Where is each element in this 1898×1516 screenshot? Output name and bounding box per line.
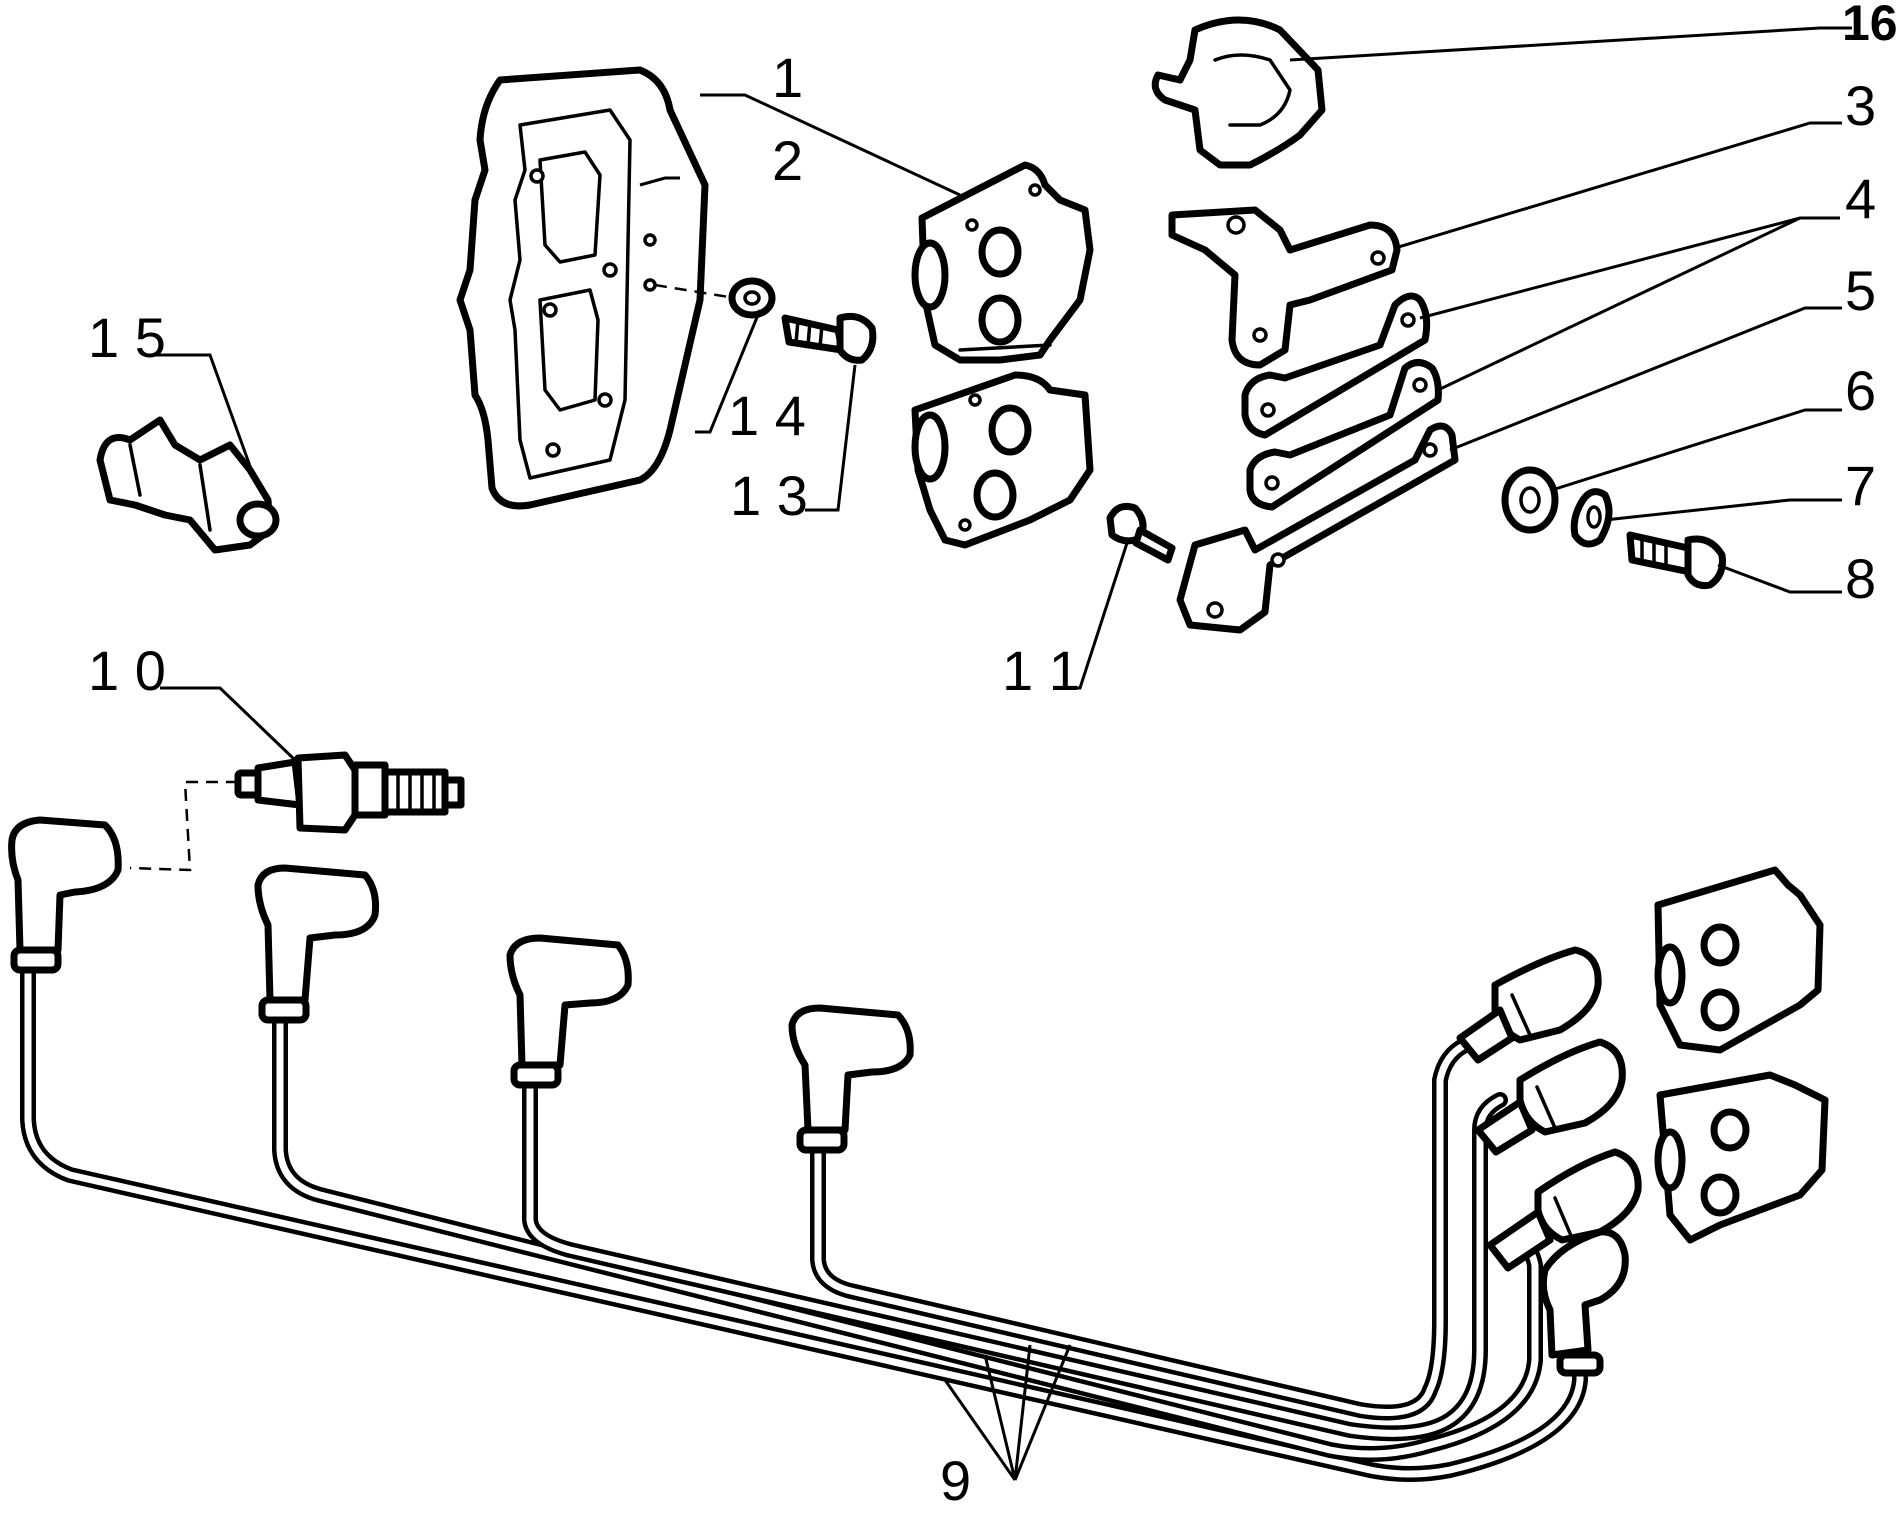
ignition-coil	[911, 161, 1094, 549]
callout-6: 6	[1845, 359, 1876, 422]
cover-gasket	[456, 66, 709, 510]
callout-10: 1 0	[88, 639, 166, 702]
callout-14: 1 4	[728, 384, 806, 447]
callout-11: 1 1	[1002, 639, 1080, 702]
plate-lower	[1246, 359, 1442, 511]
plug-boot-2	[254, 864, 379, 1024]
flat-washer	[1501, 466, 1559, 534]
callout-15: 1 5	[88, 306, 166, 369]
spring-washer	[1570, 488, 1613, 548]
coil-boot-1	[1456, 946, 1602, 1064]
spark-plug	[234, 751, 465, 834]
plug-boot-4	[788, 1004, 914, 1154]
callout-9: 9	[940, 1449, 971, 1512]
cover-bolt	[781, 312, 877, 364]
callout-3: 3	[1845, 74, 1876, 137]
coil-support-bracket	[1176, 422, 1459, 634]
coil-boot-4	[1539, 1228, 1629, 1377]
callout-13: 1 3	[730, 464, 808, 527]
washer-dashed-guide	[654, 283, 736, 300]
callout-4: 4	[1845, 167, 1876, 230]
plug-boot-3	[506, 934, 632, 1089]
plug-boot-1	[8, 816, 122, 974]
callout-7: 7	[1845, 454, 1876, 517]
coil-boot-3	[1486, 1148, 1642, 1272]
callout-labels: 1 2 3 4 5 6 7 8 9 1 0 1 1 1 3 1 4 1 5 16	[88, 0, 1898, 1512]
coil-boot-2	[1474, 1038, 1626, 1156]
coil-bracket	[1168, 206, 1401, 369]
callout-16: 16	[1842, 0, 1898, 51]
ignition-coil-reference	[1654, 866, 1829, 1244]
leader-lines	[150, 26, 1852, 1481]
spark-plug-dashed-guide	[129, 780, 238, 872]
callout-8: 8	[1845, 547, 1876, 610]
callout-1: 1	[772, 46, 803, 109]
callout-5: 5	[1845, 259, 1876, 322]
lock-washer	[728, 277, 776, 319]
cable-clamp	[96, 416, 280, 554]
support-bolt	[1626, 531, 1726, 589]
callout-2: 2	[772, 129, 803, 192]
coil-bolt	[1106, 502, 1176, 564]
ignition-cable-harness	[8, 816, 1642, 1482]
plate-upper	[1241, 292, 1431, 439]
cable-clip-ring	[1151, 16, 1326, 169]
